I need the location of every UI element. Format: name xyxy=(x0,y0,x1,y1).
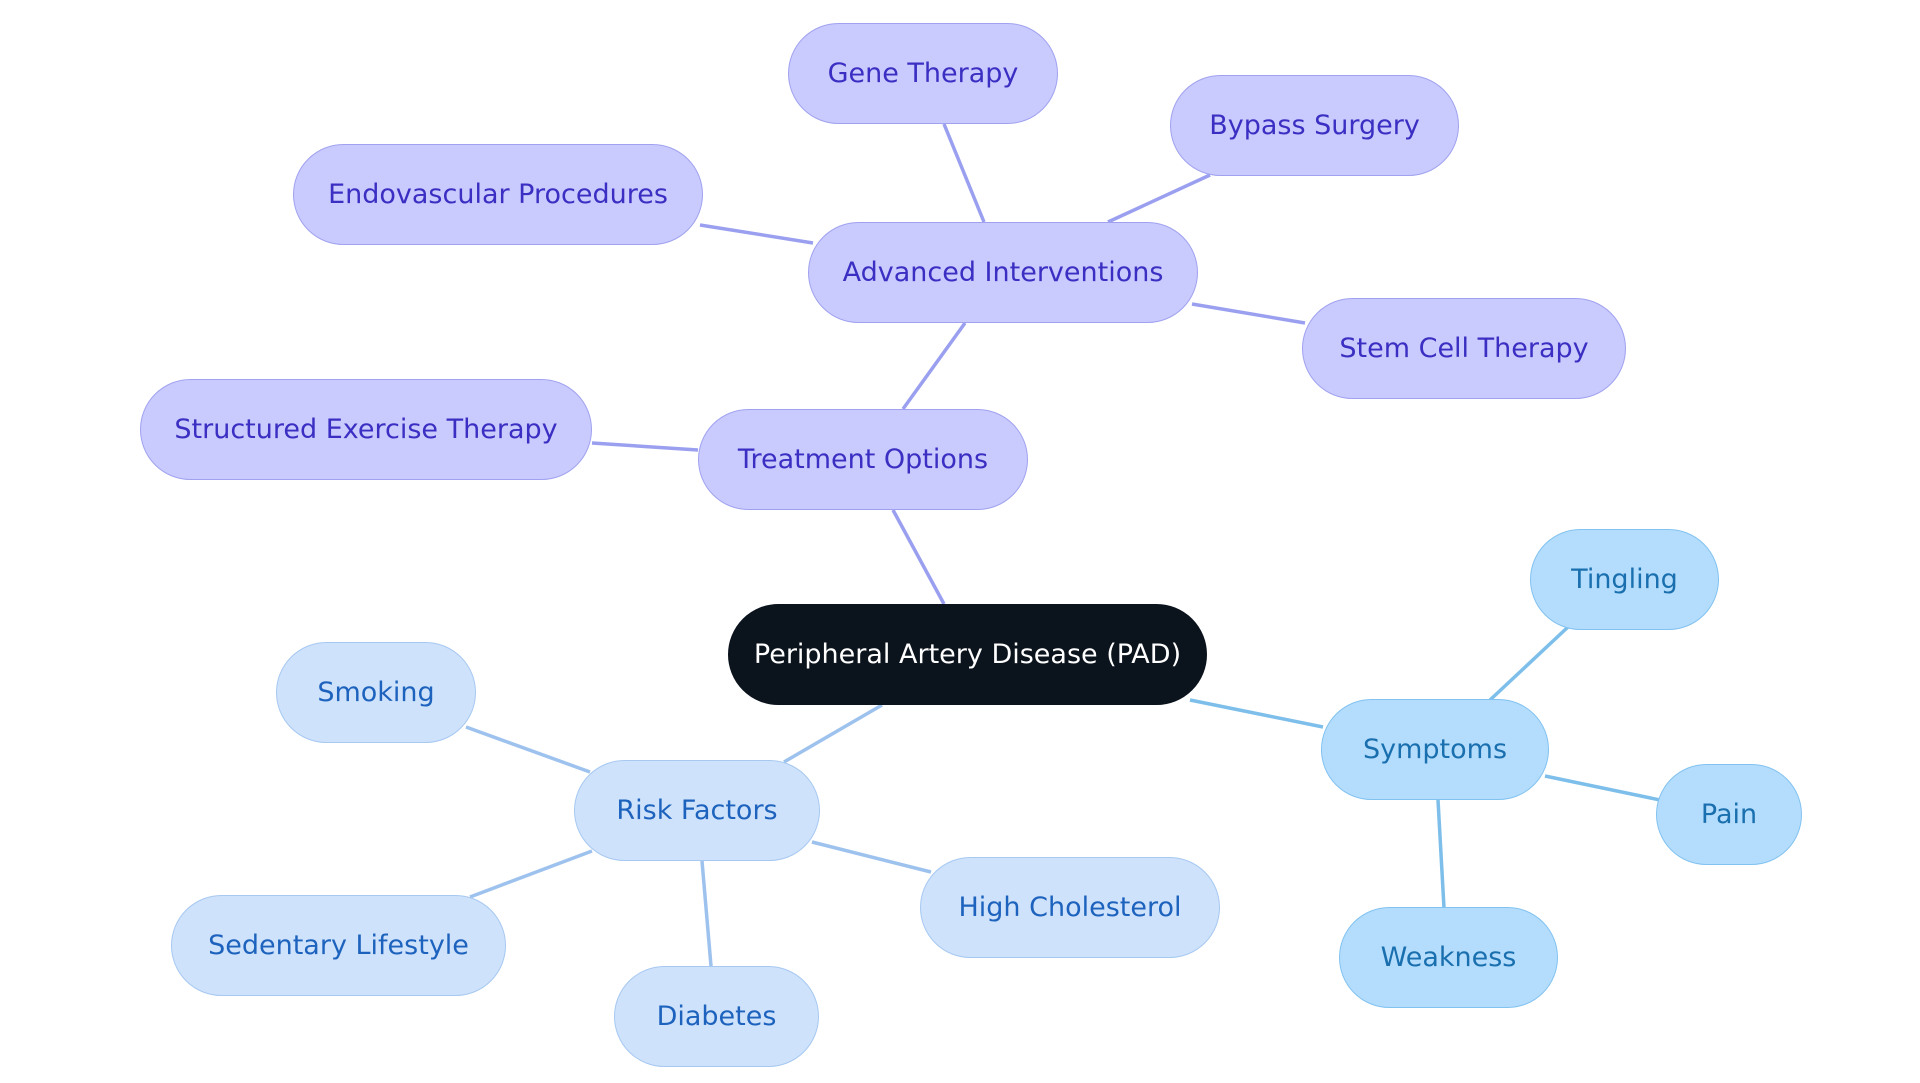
edge-risk-smoking xyxy=(465,725,591,774)
edge-risk-sedentary xyxy=(469,849,593,899)
edge-advanced-endo xyxy=(699,223,814,245)
edge-symptoms-pain xyxy=(1544,774,1661,802)
treatment-options-node[interactable]: Treatment Options xyxy=(698,409,1028,510)
pain-node[interactable]: Pain xyxy=(1656,764,1802,865)
risk-factors-node[interactable]: Risk Factors xyxy=(574,760,820,861)
edge-advanced-bypass xyxy=(1107,173,1211,224)
bypass-surgery-node[interactable]: Bypass Surgery xyxy=(1170,75,1459,176)
symptoms-node[interactable]: Symptoms xyxy=(1321,699,1549,800)
root-node[interactable]: Peripheral Artery Disease (PAD) xyxy=(728,604,1207,705)
edge-symptoms-tingling xyxy=(1488,625,1570,702)
smoking-node[interactable]: Smoking xyxy=(276,642,476,743)
tingling-node[interactable]: Tingling xyxy=(1530,529,1719,630)
sedentary-lifestyle-node[interactable]: Sedentary Lifestyle xyxy=(171,895,506,996)
edge-root-risk xyxy=(783,703,883,764)
high-cholesterol-node[interactable]: High Cholesterol xyxy=(920,857,1220,958)
advanced-interventions-node[interactable]: Advanced Interventions xyxy=(808,222,1198,323)
edge-advanced-stem xyxy=(1191,302,1306,325)
edge-treatment-exercise xyxy=(591,441,699,452)
gene-therapy-node[interactable]: Gene Therapy xyxy=(788,23,1058,124)
weakness-node[interactable]: Weakness xyxy=(1339,907,1558,1008)
edge-risk-cholesterol xyxy=(811,840,932,874)
edge-symptoms-weakness xyxy=(1436,799,1446,909)
edge-treatment-advanced xyxy=(901,321,967,411)
structured-exercise-therapy-node[interactable]: Structured Exercise Therapy xyxy=(140,379,592,480)
edge-risk-diabetes xyxy=(700,860,713,967)
edge-root-symptoms xyxy=(1189,698,1324,729)
edge-advanced-gene xyxy=(942,123,986,223)
edge-root-treatment xyxy=(891,509,946,605)
endovascular-procedures-node[interactable]: Endovascular Procedures xyxy=(293,144,703,245)
diabetes-node[interactable]: Diabetes xyxy=(614,966,819,1067)
stem-cell-therapy-node[interactable]: Stem Cell Therapy xyxy=(1302,298,1626,399)
